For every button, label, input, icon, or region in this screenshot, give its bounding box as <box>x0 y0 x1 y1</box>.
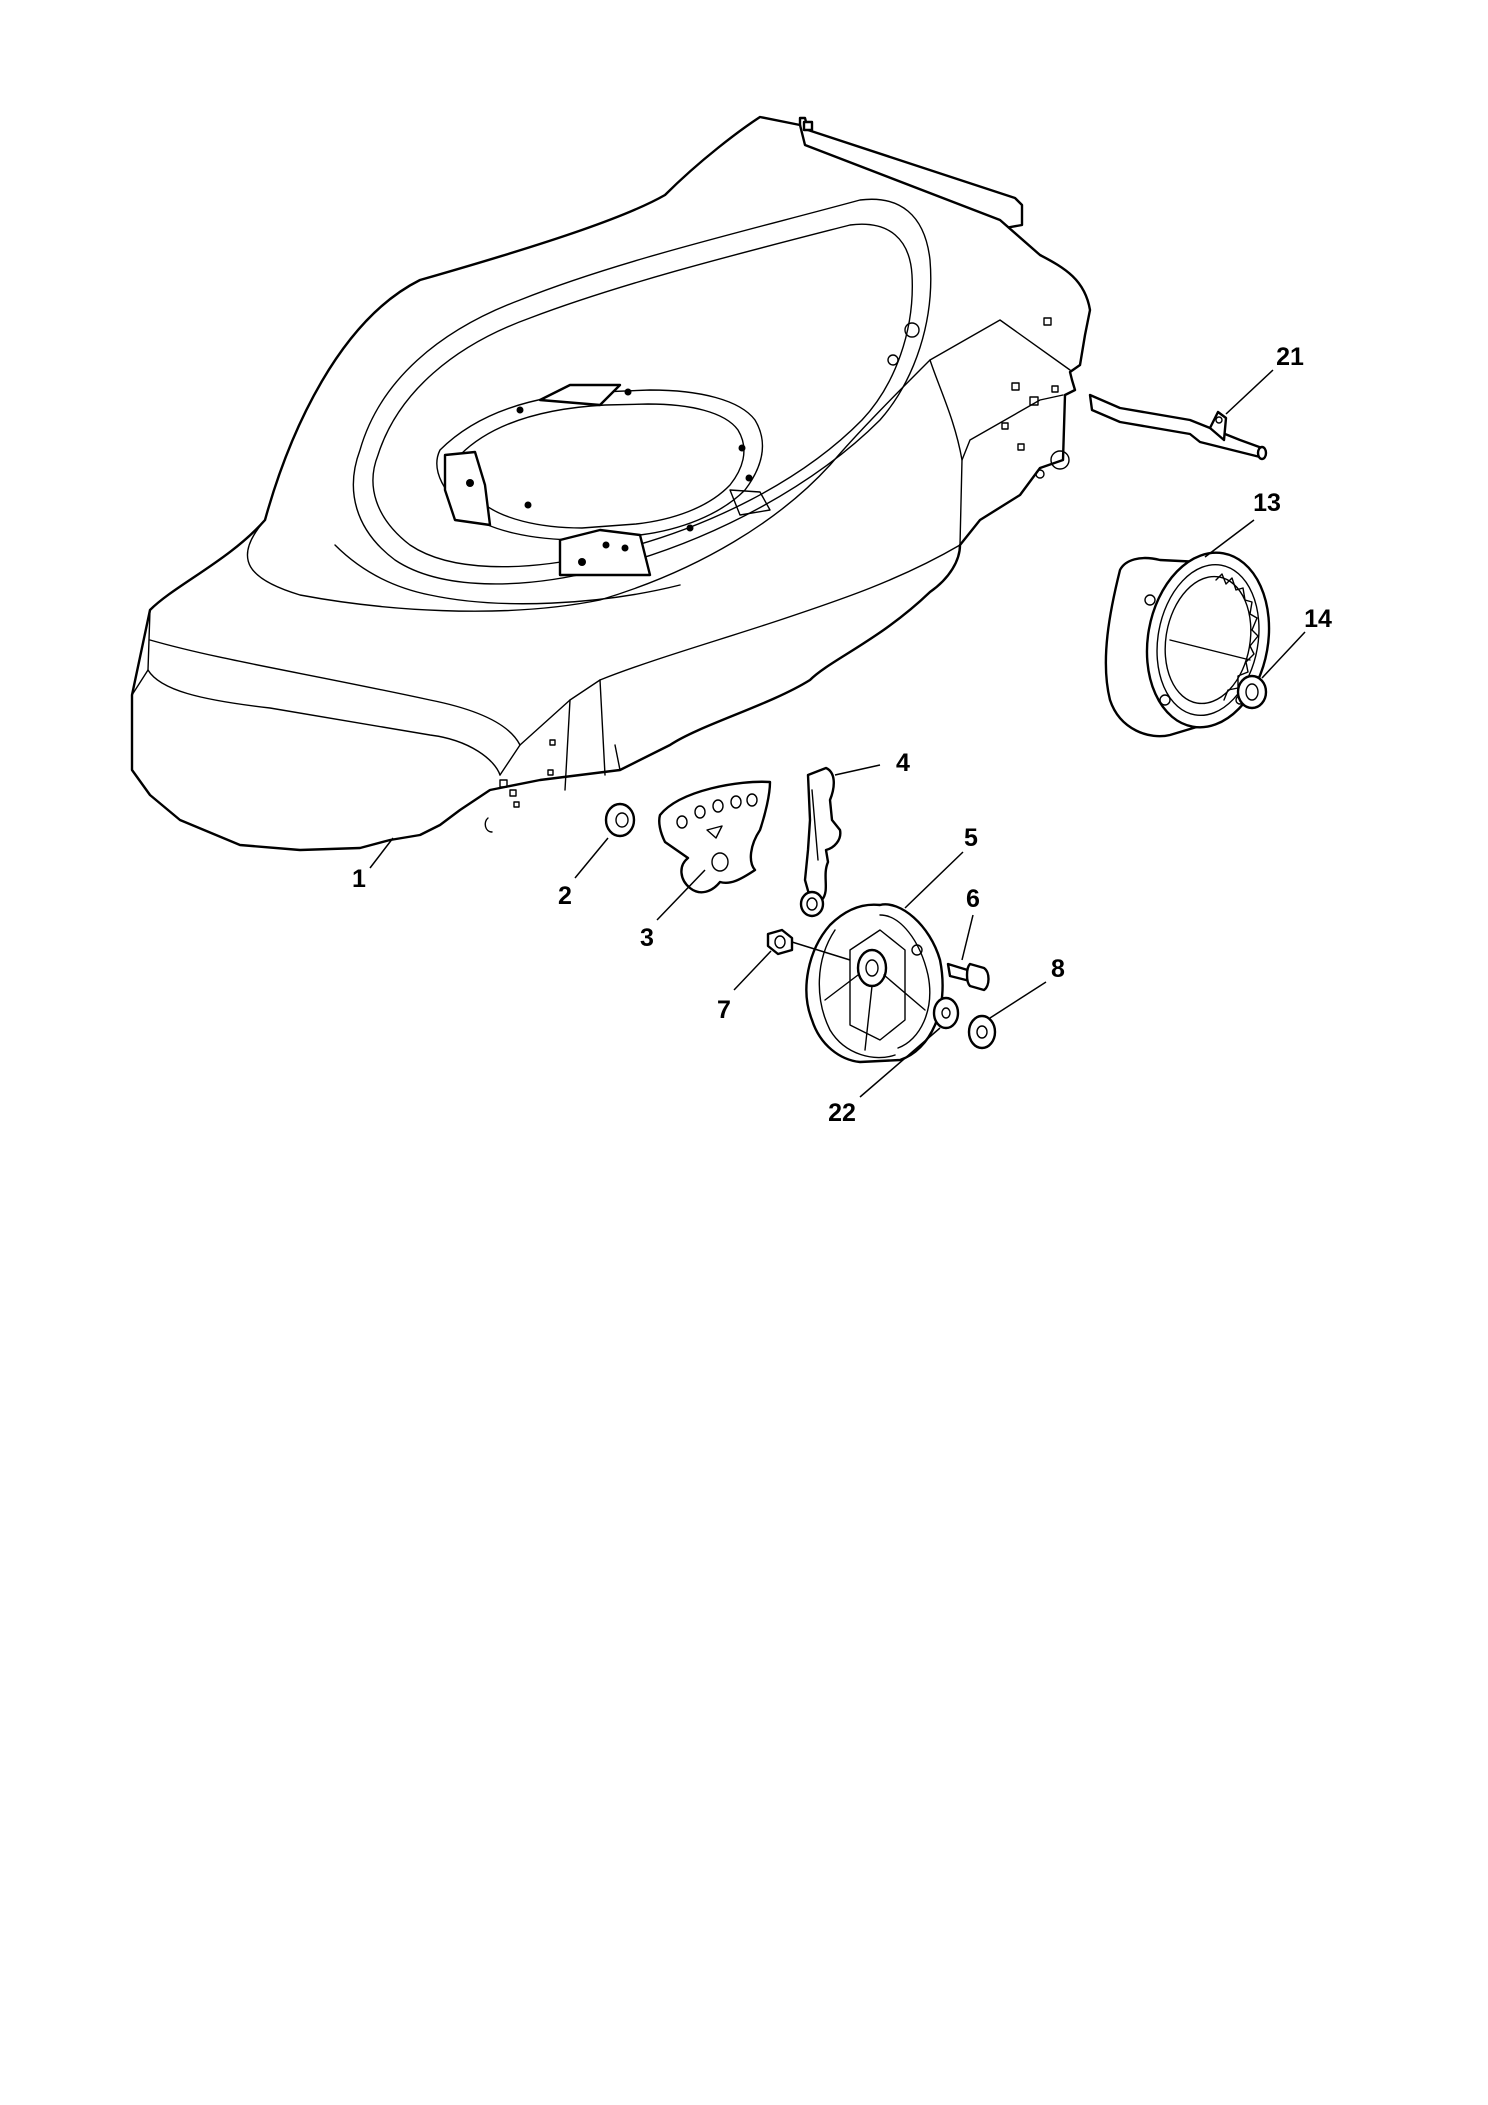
leader-lines <box>369 369 1306 1098</box>
callout-1: 1 <box>352 865 366 893</box>
callout-5: 5 <box>964 824 978 852</box>
leader-1 <box>369 837 394 869</box>
height-lever <box>799 766 842 918</box>
height-plate <box>658 780 772 894</box>
wheel-bolt <box>946 962 990 992</box>
rear-bush <box>1236 674 1268 710</box>
callout-7: 7 <box>717 996 731 1024</box>
callout-8: 8 <box>1051 955 1065 983</box>
leader-13 <box>1204 519 1255 558</box>
washer-inner <box>932 996 960 1030</box>
leader-7 <box>733 950 772 991</box>
leader-2 <box>574 837 609 879</box>
callout-13: 13 <box>1253 489 1281 517</box>
rear-axle <box>1088 393 1268 461</box>
leader-4 <box>834 764 881 776</box>
nut <box>766 928 794 956</box>
callout-21: 21 <box>1276 343 1304 371</box>
leader-6 <box>961 914 974 961</box>
leader-14 <box>1261 631 1306 679</box>
callout-14: 14 <box>1304 605 1332 633</box>
rear-wheel <box>1104 551 1271 738</box>
front-wheel <box>805 903 944 1064</box>
leader-7b <box>791 941 851 961</box>
bush <box>604 802 636 838</box>
leader-22 <box>859 1027 941 1098</box>
leader-21 <box>1225 369 1274 415</box>
callout-6: 6 <box>966 885 980 913</box>
leader-3 <box>656 869 706 921</box>
callout-4: 4 <box>896 749 910 777</box>
washer-outer <box>967 1014 997 1050</box>
callout-2: 2 <box>558 882 572 910</box>
callout-3: 3 <box>640 924 654 952</box>
leader-5 <box>904 851 964 909</box>
callout-labels: 1 2 3 4 5 6 7 8 13 14 21 22 <box>352 343 1332 1127</box>
leader-8 <box>989 981 1047 1019</box>
mower-deck <box>130 115 1092 852</box>
callout-22: 22 <box>828 1099 856 1127</box>
